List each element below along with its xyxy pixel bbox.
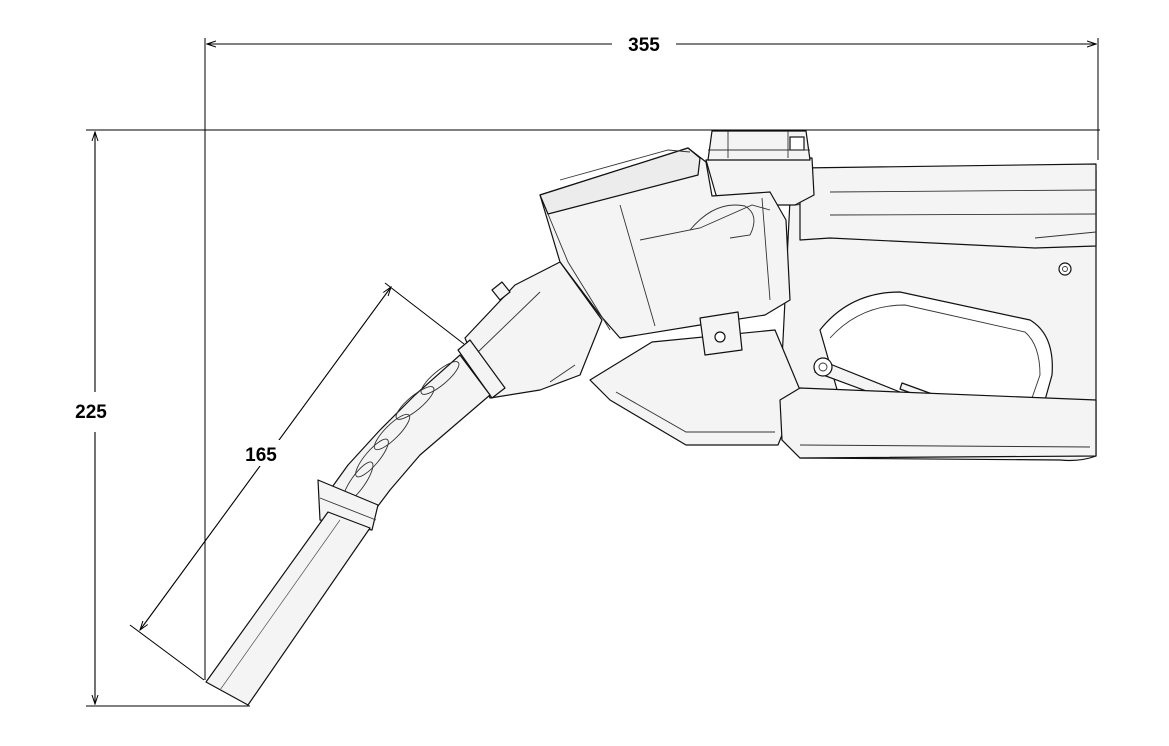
spout-tube [205,479,379,706]
dimension-spout-label: 165 [245,445,277,466]
spout-collar [457,261,603,399]
swivel-cap [705,130,815,206]
dimension-length-label: 355 [628,35,660,56]
spout-spring [329,354,491,511]
dimension-spout-length: 165 [129,282,465,681]
dimension-overall-length: 355 [207,35,1096,56]
nozzle-body [589,163,1097,462]
dimension-overall-height: 225 [75,132,107,704]
dimension-height-label: 225 [75,402,107,423]
nozzle-head [539,147,791,356]
